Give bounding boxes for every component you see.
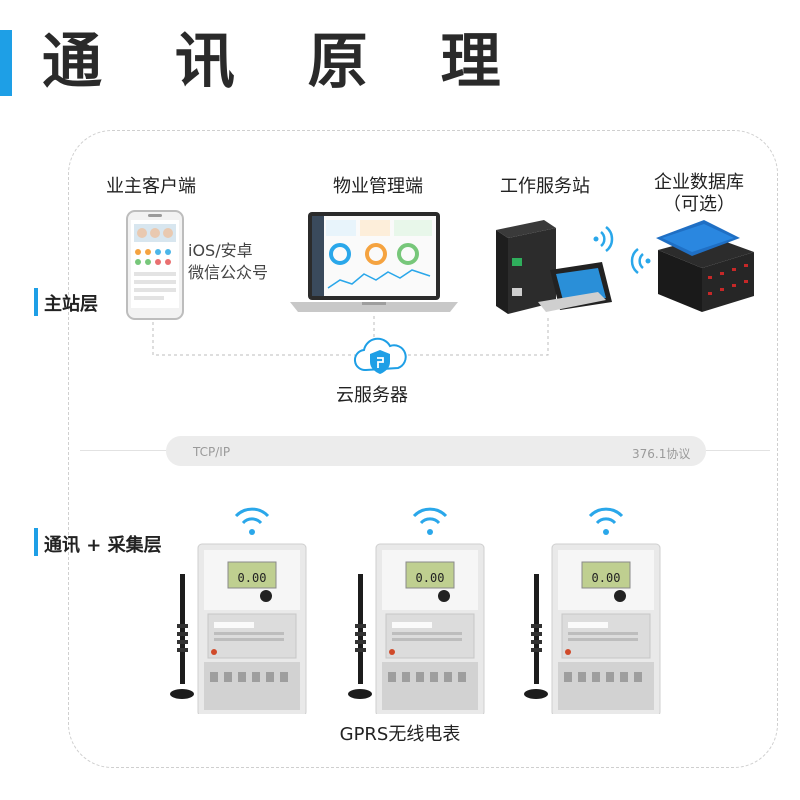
enterprise-db-label: 企业数据库 （可选） [654,172,744,216]
database-icon [656,220,754,312]
cloud-server-label: 云服务器 [336,385,408,406]
diagram-frame [68,130,778,768]
cloud-connection-lines [152,316,549,356]
comm-layer-bar [34,528,38,556]
wifi-icon [412,507,448,537]
server-icon [496,220,612,314]
wifi-icon [588,507,624,537]
protocol-bar [166,436,706,466]
protocol-right-label: 376.1协议 [632,447,691,461]
wifi-icon [593,226,614,252]
electric-meter-icon [170,543,307,714]
laptop-icon [290,212,458,312]
master-layer-label: 主站层 [44,294,98,315]
page-title: 通 讯 原 理 [42,27,527,97]
cloud-shield-icon [354,337,407,374]
property-mgmt-label: 物业管理端 [333,176,423,197]
meters-caption: GPRS无线电表 [339,724,461,745]
electric-meter-icon [523,543,661,714]
platform-wechat: 微信公众号 [188,263,269,282]
wifi-icon [234,507,270,537]
work-station-label: 工作服务站 [500,176,590,197]
protocol-left-label: TCP/IP [193,445,231,459]
platform-ios-android: iOS/安卓 [188,241,253,260]
enterprise-db-label-line1: 企业数据库 [654,172,744,193]
phone-icon [126,210,184,320]
electric-meter-icon [347,543,485,714]
master-layer-bar [34,288,38,316]
owner-client-label: 业主客户端 [106,176,196,197]
meters-group: 0.00 [170,507,661,714]
title-accent-bar [0,30,12,96]
owner-client-platforms: iOS/安卓 微信公众号 [188,240,268,284]
wifi-icon [630,248,651,274]
enterprise-db-label-line2: （可选） [663,194,735,215]
comm-layer-label: 通讯 + 采集层 [44,535,162,556]
